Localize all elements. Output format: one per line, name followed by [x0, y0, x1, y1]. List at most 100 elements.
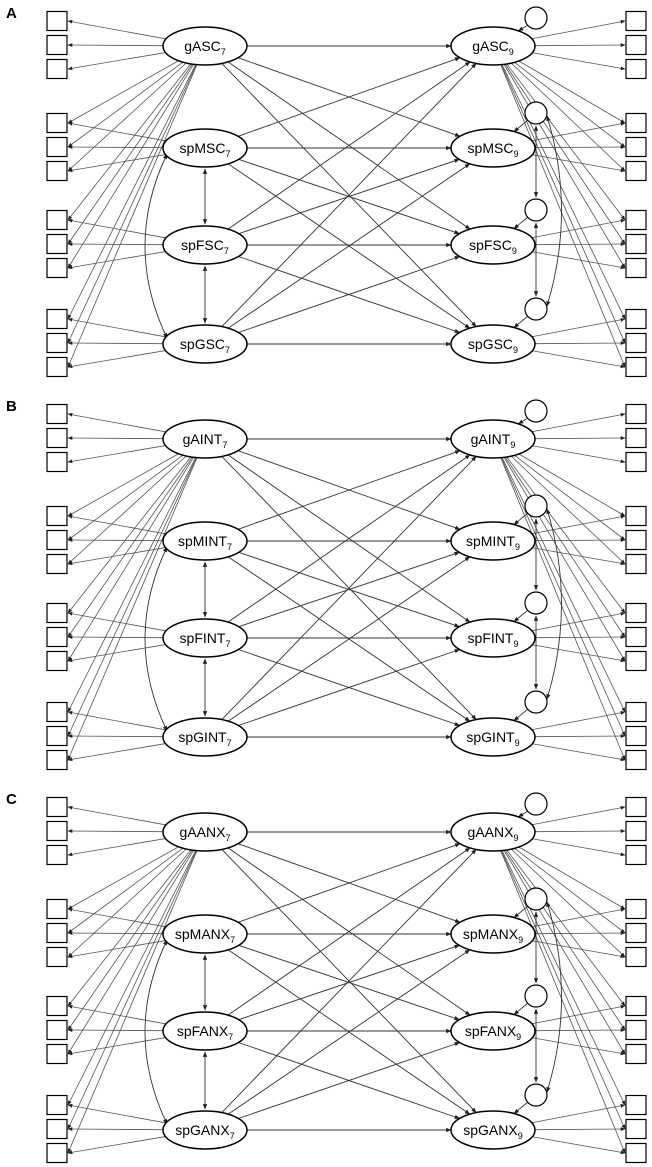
indicator-box: [46, 995, 68, 1017]
g-loading-arrow: [501, 457, 626, 713]
loading-arrow: [67, 412, 167, 433]
loading-arrow: [67, 907, 167, 928]
g-loading-arrow: [500, 64, 626, 344]
regression-path: [238, 1042, 461, 1119]
g-loading-arrow: [67, 849, 192, 1007]
loading-arrow: [67, 145, 164, 149]
panel-letter: A: [6, 5, 17, 22]
latent-gaanx7-ellipse: [162, 812, 248, 852]
loading-arrow: [67, 52, 166, 71]
indicator-box: [46, 844, 68, 866]
loading-arrow: [67, 1127, 164, 1131]
residual-arrow: [513, 315, 529, 328]
latent-spfint7-ellipse: [162, 618, 248, 658]
latent-spfsc7-subscript: 7: [224, 246, 229, 256]
indicator-box: [625, 725, 647, 747]
regression-path: [237, 450, 461, 530]
residual-circle: [524, 101, 548, 125]
loading-arrow: [67, 710, 167, 731]
latent-spfsc7-ellipse: [162, 225, 248, 265]
regression-path: [227, 163, 471, 329]
latent-spmsc7-subscript: 7: [225, 149, 230, 159]
loading-arrow: [534, 538, 626, 542]
indicator-box: [46, 749, 68, 771]
loading-arrow: [67, 1004, 167, 1025]
indicator-box: [625, 257, 647, 279]
loading-arrow: [67, 1103, 167, 1124]
indicator-box: [625, 922, 647, 944]
latent-spmanx7-subscript: 7: [230, 935, 235, 945]
indicator-box: [46, 626, 68, 648]
g-loading-arrow: [504, 849, 626, 1031]
loading-arrow: [67, 538, 164, 542]
regression-path: [227, 847, 471, 1016]
loading-arrow: [67, 242, 164, 246]
g-loading-arrow: [67, 64, 194, 269]
latent-spfsc9-base: spFSC: [469, 237, 512, 253]
residual-circle: [524, 984, 548, 1008]
panel-letter: C: [6, 791, 17, 808]
latent-spfanx9-base: spFANX: [465, 1023, 517, 1039]
residual-circle: [524, 792, 548, 816]
g-loading-arrow: [501, 850, 626, 1106]
loading-arrow: [532, 743, 626, 762]
latent-spfsc9-label: spFSC9: [469, 237, 517, 256]
latent-spfsc7-base: spFSC: [181, 237, 224, 253]
loading-arrow: [67, 838, 166, 857]
latent-spgsc9-subscript: 9: [513, 345, 518, 355]
g-loading-arrow: [504, 63, 626, 245]
g-loading-arrow: [67, 850, 197, 1130]
g-loading-arrow: [67, 847, 184, 934]
latent-spfint7-label: spFINT7: [180, 630, 231, 649]
regression-path: [238, 256, 461, 333]
g-loading-arrow: [67, 64, 198, 368]
indicator-box: [625, 650, 647, 672]
residual-arrow: [517, 810, 529, 818]
indicator-box: [625, 701, 647, 723]
residual-covariance-curve: [546, 115, 562, 307]
residual-arrow: [513, 609, 529, 622]
latent-spgsc7-ellipse: [162, 324, 248, 364]
g-loading-arrow: [514, 455, 626, 541]
indicator-box: [625, 427, 647, 449]
latent-spfint7-subscript: 7: [225, 639, 230, 649]
loading-arrow: [532, 838, 626, 857]
loading-arrow: [67, 635, 164, 639]
loading-arrow: [67, 445, 166, 464]
loading-arrow: [531, 710, 626, 731]
indicator-box: [625, 626, 647, 648]
latent-gaanx9-label: gAANX9: [468, 824, 519, 843]
g-loading-arrow: [67, 850, 198, 1154]
latent-spmanx9-subscript: 9: [518, 935, 523, 945]
latent-spfint9-label: spFINT9: [468, 630, 519, 649]
g-loading-arrow: [67, 63, 193, 245]
g-loading-arrow: [503, 457, 626, 662]
latent-spgsc9-ellipse: [450, 324, 536, 364]
indicator-box: [46, 1019, 68, 1041]
latent-spgsc7-base: spGSC: [180, 336, 225, 352]
latent-gasc7-ellipse: [162, 26, 248, 66]
indicator-box: [46, 898, 68, 920]
loading-arrow: [67, 350, 166, 369]
g-loading-arrow: [67, 457, 194, 662]
regression-path: [221, 456, 477, 720]
residual-covariance-curve: [546, 901, 562, 1093]
indicator-box: [46, 820, 68, 842]
indicator-box: [625, 995, 647, 1017]
latent-spganx7-subscript: 7: [230, 1131, 235, 1141]
indicator-box: [625, 403, 647, 425]
indicator-box: [46, 1118, 68, 1140]
indicator-box: [46, 356, 68, 378]
g-loading-arrow: [500, 457, 626, 761]
residual-circle: [524, 6, 548, 30]
covariance-curve: [144, 546, 168, 732]
residual-circle: [524, 591, 548, 615]
g-loading-arrow: [504, 456, 626, 638]
loading-arrow: [531, 317, 626, 338]
indicator-box: [625, 233, 647, 255]
latent-gasc9-subscript: 9: [509, 47, 514, 57]
latent-spfsc9-ellipse: [450, 225, 536, 265]
latent-spmint7-label: spMINT7: [178, 533, 232, 552]
g-loading-arrow: [67, 457, 198, 761]
